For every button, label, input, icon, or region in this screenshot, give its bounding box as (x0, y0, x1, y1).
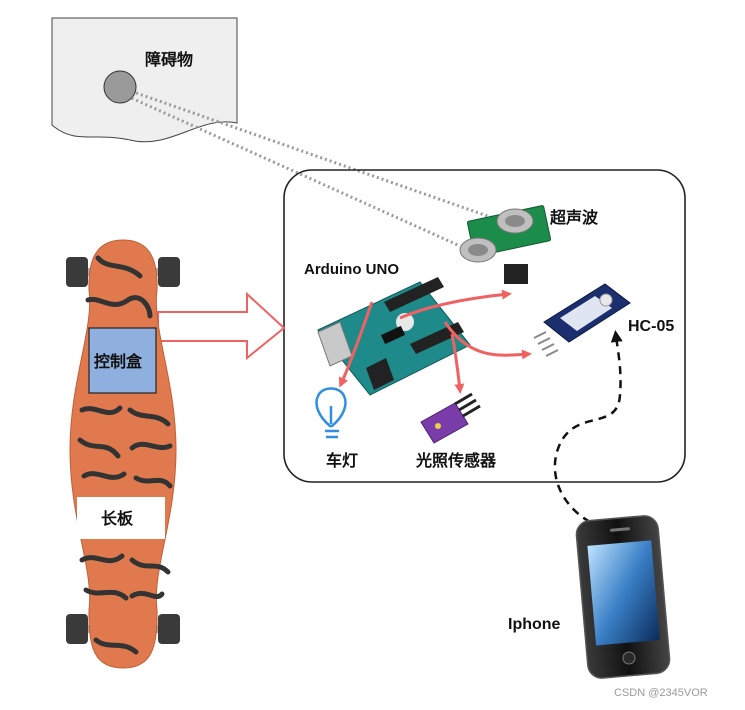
headlight-label: 车灯 (326, 451, 359, 470)
arrow-to-light-sensor (450, 333, 465, 394)
light-sensor-icon (420, 392, 481, 444)
longboard-label: 长板 (101, 509, 134, 528)
control-box-label: 控制盒 (94, 352, 143, 371)
ultrasonic-sensor-icon (459, 205, 552, 284)
light-sensor-label: 光照传感器 (416, 451, 497, 470)
ultrasonic-beams (117, 86, 497, 248)
bluetooth-module-icon (533, 283, 631, 357)
iphone-label: Iphone (508, 616, 561, 633)
arrow-to-ultrasonic (399, 289, 512, 320)
watermark: CSDN @2345VOR (614, 687, 708, 699)
control-area-frame (283, 169, 686, 483)
hollow-arrow (157, 291, 286, 361)
smartphone-icon (575, 515, 671, 679)
arrow-to-headlight (338, 301, 374, 388)
arduino-board-icon (317, 277, 471, 396)
light-bulb-icon (315, 387, 347, 439)
arduino-label: Arduino UNO (304, 261, 399, 278)
obstacle-label: 障碍物 (145, 50, 194, 69)
longboard-label-bg (77, 497, 165, 539)
control-box (88, 327, 157, 394)
arrow-to-hc05 (443, 321, 532, 360)
obstacle-ball-icon (103, 70, 137, 104)
bluetooth-link (553, 330, 623, 524)
ultrasonic-label: 超声波 (550, 208, 599, 227)
obstacle-panel (51, 17, 238, 143)
longboard-icon (66, 239, 180, 669)
signal-arrows (338, 289, 532, 394)
hc05-label: HC-05 (628, 318, 675, 335)
